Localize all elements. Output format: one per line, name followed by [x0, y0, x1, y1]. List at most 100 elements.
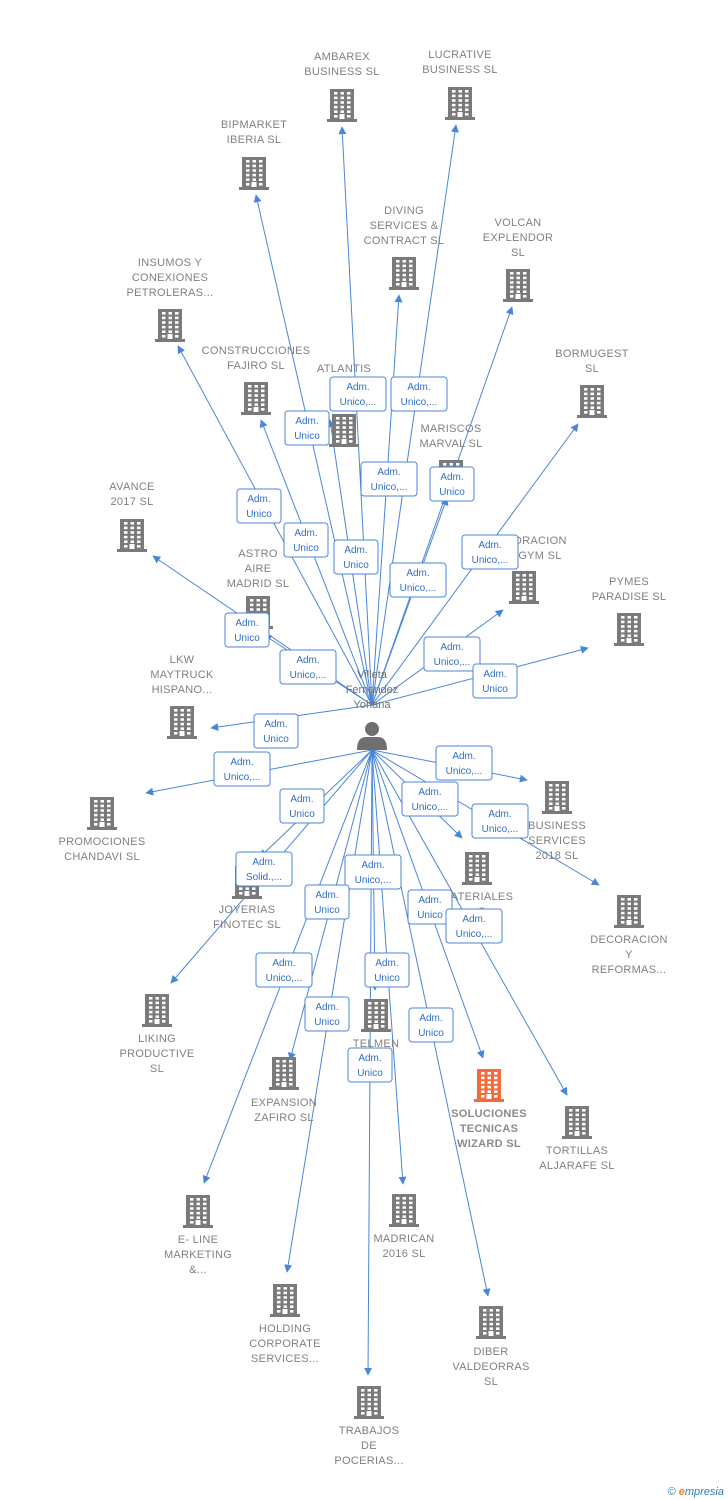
role-layer: Adm.Unico,...Adm.Unico,...Adm.UnicoAdm.U… — [213, 376, 529, 1083]
brand-logo-text: mpresia — [684, 1486, 724, 1498]
role-badge[interactable]: Adm.Unico,... — [360, 461, 418, 497]
role-badge[interactable]: Adm.Unico,... — [390, 376, 448, 412]
role-badge[interactable]: Adm.Unico — [347, 1047, 393, 1083]
company-name-line: REFORMAS... — [592, 964, 667, 976]
company-node[interactable]: TRABAJOSDEPOCERIAS... — [334, 1386, 403, 1467]
person-name-line: Fernandez — [346, 684, 399, 696]
company-name-line: PYMES — [609, 576, 649, 588]
role-badge[interactable]: Adm.Unico,... — [329, 376, 387, 412]
role-badge[interactable]: Adm.Unico,... — [213, 751, 271, 787]
role-badge[interactable]: Adm.Unico — [279, 788, 325, 824]
role-text-line: Unico — [374, 973, 400, 984]
role-badge[interactable]: Adm.Unico — [472, 663, 518, 699]
role-text-line: Adm. — [419, 1013, 442, 1024]
company-name-line: SL — [511, 247, 525, 259]
company-name-line: AIRE — [245, 563, 272, 575]
ownership-edge — [371, 124, 459, 706]
role-text-line: Unico,... — [412, 802, 449, 813]
company-name-line: POCERIAS... — [334, 1455, 403, 1467]
company-name-line: SERVICES... — [251, 1353, 319, 1365]
building-icon — [354, 1386, 384, 1419]
company-node[interactable]: LKWMAYTRUCKHISPANO... — [150, 654, 214, 739]
role-text-line: Adm. — [377, 467, 400, 478]
role-badge[interactable]: Adm.Unico — [283, 522, 329, 558]
role-badge[interactable]: Adm. Unico — [408, 1007, 454, 1043]
role-text-line: Unico,... — [340, 397, 377, 408]
company-name-line: VOLCAN — [494, 217, 541, 229]
role-text-line: Adm. — [272, 958, 295, 969]
role-badge[interactable]: Adm. Unico,... — [435, 745, 493, 781]
role-badge[interactable]: Adm.Unico,... — [423, 636, 481, 672]
role-text-line: Unico — [246, 509, 272, 520]
role-badge[interactable]: Adm.Unico,... — [401, 781, 459, 817]
role-badge[interactable]: Adm.Unico — [304, 996, 350, 1032]
role-text-line: Adm. — [478, 540, 501, 551]
role-badge[interactable]: Adm.Unico,... — [279, 649, 337, 685]
role-text-line: Unico — [289, 809, 315, 820]
company-node[interactable]: INSUMOS YCONEXIONESPETROLERAS... — [126, 257, 213, 342]
role-badge[interactable]: Adm.Solid.,... — [235, 851, 293, 887]
building-icon — [614, 613, 644, 646]
company-name-line: SOLUCIONES — [451, 1108, 527, 1120]
role-badge[interactable]: Adm.Unico,... — [255, 952, 313, 988]
role-badge[interactable]: Adm.Unico,... — [389, 562, 447, 598]
role-badge[interactable]: Adm. Unico — [429, 466, 475, 502]
role-badge[interactable]: Adm.Unico,... — [445, 908, 503, 944]
role-text-line: Solid.,... — [246, 872, 282, 883]
company-name-line: LKW — [170, 654, 195, 666]
role-badge[interactable]: Adm.Unico — [333, 539, 379, 575]
role-text-line: Adm. — [452, 751, 475, 762]
role-text-line: Adm. — [230, 757, 253, 768]
company-node[interactable]: DECORACIONYREFORMAS... — [590, 895, 668, 976]
role-text-line: Unico,... — [446, 766, 483, 777]
building-icon — [577, 385, 607, 418]
company-name-line: TRABAJOS — [339, 1425, 399, 1437]
role-badge[interactable]: Adm.Unico,... — [461, 534, 519, 570]
role-text-line: Unico — [294, 431, 320, 442]
role-badge[interactable]: Adm.Unico — [284, 410, 330, 446]
role-badge[interactable]: Adm.Unico,... — [471, 803, 529, 839]
building-icon — [361, 999, 391, 1032]
role-badge[interactable]: Adm. Unico — [236, 488, 282, 524]
company-node[interactable]: HOLDINGCORPORATESERVICES... — [249, 1284, 321, 1365]
role-badge[interactable]: Adm.Unico — [304, 884, 350, 920]
company-name-line: CONSTRUCCIONES — [202, 345, 311, 357]
role-badge[interactable]: Adm.Unico — [364, 952, 410, 988]
company-name-line: CONTRACT SL — [364, 235, 445, 247]
role-text-line: Adm. — [247, 494, 270, 505]
role-text-line: Unico — [418, 1028, 444, 1039]
role-badge[interactable]: Adm.Unico — [253, 713, 299, 749]
role-text-line: Adm. — [440, 472, 463, 483]
role-text-line: Unico,... — [482, 824, 519, 835]
brand-logo-initial: e — [678, 1486, 685, 1498]
company-name-line: 2017 SL — [110, 496, 153, 508]
building-icon — [142, 994, 172, 1027]
role-badge[interactable]: Adm.Unico,... — [344, 854, 402, 890]
role-text-line: Unico — [439, 487, 465, 498]
company-node[interactable]: E- LINEMARKETING&... — [164, 1195, 232, 1276]
role-badge[interactable]: Adm.Unico — [407, 889, 453, 925]
role-badge[interactable]: Adm.Unico — [224, 612, 270, 648]
role-text-line: Adm. — [418, 895, 441, 906]
